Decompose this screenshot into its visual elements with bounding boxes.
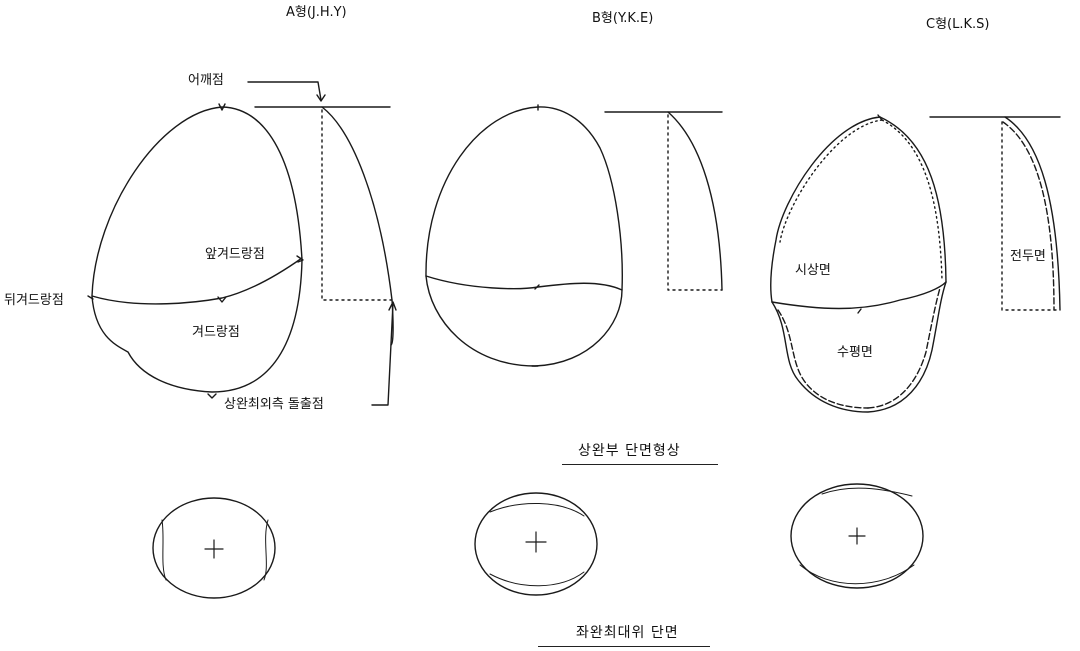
type-a-section bbox=[87, 81, 397, 406]
upper-arm-section-caption: 상완부 단면형상 bbox=[578, 443, 681, 459]
type-b-section bbox=[425, 104, 723, 367]
type-b-title: B형(Y.K.E) bbox=[592, 11, 654, 26]
shoulder-point-label: 어깨점 bbox=[188, 73, 224, 88]
max-arm-girth-underline bbox=[538, 646, 710, 647]
max-arm-girth-caption: 좌완최대위 단면 bbox=[576, 625, 679, 641]
upper-arm-lateral-point-label: 상완최외측 돌출점 bbox=[224, 397, 324, 412]
girth-section-b bbox=[474, 492, 598, 596]
sagittal-plane-label: 시상면 bbox=[795, 263, 831, 278]
type-a-title: A형(J.H.Y) bbox=[286, 5, 347, 20]
girth-section-a bbox=[152, 497, 276, 599]
girth-section-c bbox=[790, 483, 924, 589]
frontal-plane-label: 전두면 bbox=[1010, 249, 1046, 264]
front-armpit-point-label: 앞겨드랑점 bbox=[205, 247, 265, 262]
horizontal-plane-label: 수평면 bbox=[837, 345, 873, 360]
armpit-point-label: 겨드랑점 bbox=[192, 325, 240, 340]
back-armpit-point-label: 뒤겨드랑점 bbox=[4, 293, 64, 308]
type-c-title: C형(L.K.S) bbox=[926, 17, 990, 32]
type-c-section bbox=[770, 114, 1061, 413]
upper-arm-section-underline bbox=[562, 464, 718, 465]
